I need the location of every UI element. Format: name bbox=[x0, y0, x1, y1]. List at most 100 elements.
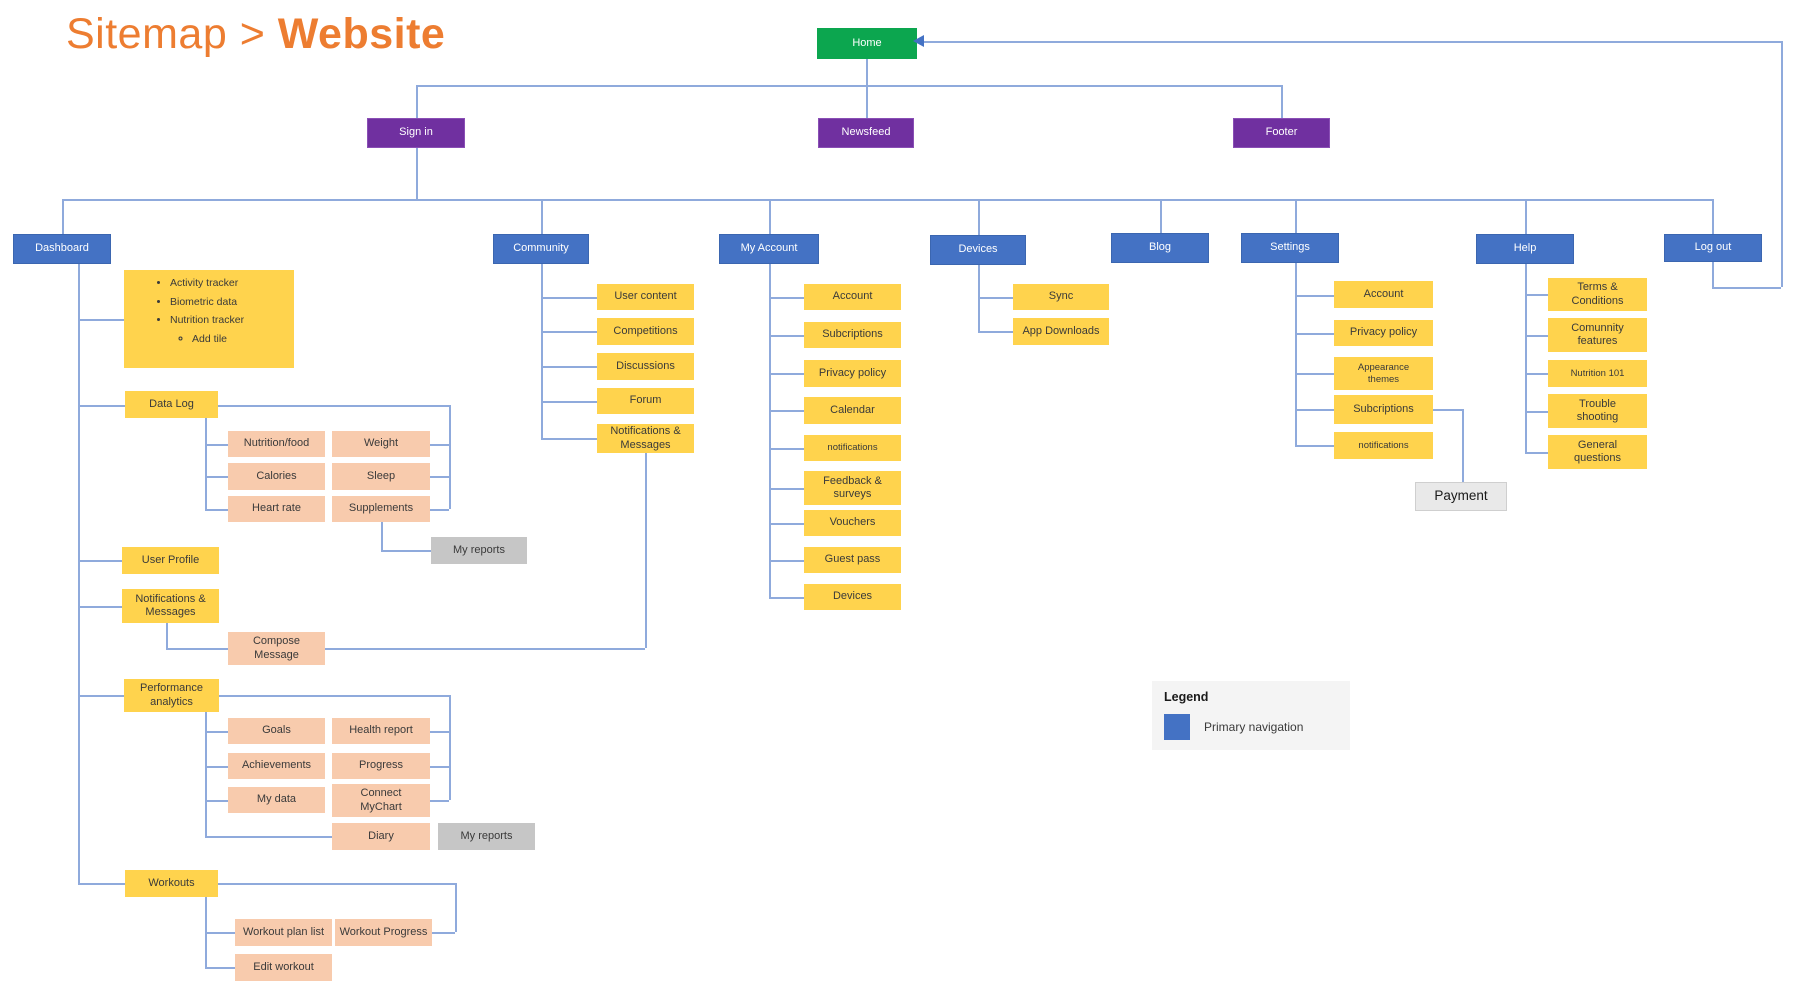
connector-line bbox=[866, 59, 868, 120]
node-compose-message[interactable]: Compose Message bbox=[228, 632, 325, 665]
node-help[interactable]: Help bbox=[1476, 234, 1574, 264]
node-subcriptions[interactable]: Subcriptions bbox=[804, 322, 901, 348]
node-blog[interactable]: Blog bbox=[1111, 233, 1209, 263]
connector-line bbox=[1525, 264, 1527, 452]
page-title: Sitemap > Website bbox=[66, 10, 445, 59]
node-discussions[interactable]: Discussions bbox=[597, 353, 694, 380]
node-nutrition-101[interactable]: Nutrition 101 bbox=[1548, 360, 1647, 387]
node-community-notifications[interactable]: Notifications & Messages bbox=[597, 424, 694, 453]
node-settings-privacy-policy[interactable]: Privacy policy bbox=[1334, 320, 1433, 346]
node-account[interactable]: Account bbox=[804, 284, 901, 310]
node-sign-in[interactable]: Sign in bbox=[367, 118, 465, 148]
node-devices[interactable]: Devices bbox=[930, 235, 1026, 265]
node-my-reports-2[interactable]: My reports bbox=[438, 823, 535, 850]
connector-line bbox=[1712, 262, 1714, 287]
node-goals[interactable]: Goals bbox=[228, 718, 325, 744]
connector-line bbox=[449, 695, 451, 800]
node-data-log[interactable]: Data Log bbox=[125, 391, 218, 418]
node-competitions[interactable]: Competitions bbox=[597, 318, 694, 345]
node-health-report[interactable]: Health report bbox=[332, 718, 430, 744]
node-achievements[interactable]: Achievements bbox=[228, 753, 325, 779]
node-workout-plan-list[interactable]: Workout plan list bbox=[235, 919, 332, 946]
node-devices-page[interactable]: Devices bbox=[804, 584, 901, 610]
node-account-notifications[interactable]: notifications bbox=[804, 435, 901, 461]
node-heart-rate[interactable]: Heart rate bbox=[228, 496, 325, 522]
node-comunnity-features[interactable]: Comunnity features bbox=[1548, 318, 1647, 352]
node-payment[interactable]: Payment bbox=[1415, 482, 1507, 511]
node-guest-pass[interactable]: Guest pass bbox=[804, 547, 901, 573]
primary-navigation-swatch bbox=[1164, 714, 1190, 740]
node-log-out[interactable]: Log out bbox=[1664, 234, 1762, 262]
node-settings[interactable]: Settings bbox=[1241, 233, 1339, 263]
node-dashboard[interactable]: Dashboard bbox=[13, 234, 111, 264]
node-supplements[interactable]: Supplements bbox=[332, 496, 430, 522]
node-terms-conditions[interactable]: Terms & Conditions bbox=[1548, 278, 1647, 311]
connector-line bbox=[1712, 287, 1781, 289]
connector-line bbox=[78, 695, 124, 697]
node-footer[interactable]: Footer bbox=[1233, 118, 1330, 148]
node-edit-workout[interactable]: Edit workout bbox=[235, 954, 332, 981]
connector-line bbox=[1525, 335, 1548, 337]
connector-line bbox=[205, 836, 332, 838]
node-workout-progress[interactable]: Workout Progress bbox=[335, 919, 432, 946]
node-vouchers[interactable]: Vouchers bbox=[804, 510, 901, 536]
node-newsfeed[interactable]: Newsfeed bbox=[818, 118, 914, 148]
connector-line bbox=[205, 932, 235, 934]
node-app-downloads[interactable]: App Downloads bbox=[1013, 318, 1109, 345]
connector-line bbox=[769, 410, 804, 412]
connector-line bbox=[432, 932, 455, 934]
connector-line bbox=[769, 264, 771, 597]
legend: Legend Primary navigation bbox=[1152, 681, 1350, 750]
node-weight[interactable]: Weight bbox=[332, 431, 430, 457]
node-sleep[interactable]: Sleep bbox=[332, 463, 430, 490]
node-workouts[interactable]: Workouts bbox=[125, 870, 218, 897]
node-progress[interactable]: Progress bbox=[332, 753, 430, 779]
node-performance-analytics[interactable]: Performance analytics bbox=[124, 679, 219, 712]
node-appearance-themes[interactable]: Appearance themes bbox=[1334, 357, 1433, 390]
connector-line bbox=[381, 550, 431, 552]
connector-line bbox=[205, 731, 228, 733]
connector-line bbox=[645, 453, 647, 648]
connector-line bbox=[1281, 85, 1283, 118]
connector-line bbox=[769, 199, 771, 234]
node-my-reports-1[interactable]: My reports bbox=[431, 537, 527, 564]
node-settings-notifications[interactable]: notifications bbox=[1334, 432, 1433, 459]
node-user-profile[interactable]: User Profile bbox=[122, 547, 219, 574]
connector-line bbox=[1295, 295, 1334, 297]
node-feedback-surveys[interactable]: Feedback & surveys bbox=[804, 471, 901, 505]
node-calendar[interactable]: Calendar bbox=[804, 397, 901, 424]
node-sync[interactable]: Sync bbox=[1013, 284, 1109, 310]
node-forum[interactable]: Forum bbox=[597, 388, 694, 414]
connector-line bbox=[1525, 452, 1548, 454]
connector-line bbox=[430, 800, 449, 802]
node-dashboard-tiles[interactable]: Activity trackerBiometric dataNutrition … bbox=[124, 270, 294, 368]
connector-line bbox=[769, 523, 804, 525]
node-user-content[interactable]: User content bbox=[597, 284, 694, 310]
node-diary[interactable]: Diary bbox=[332, 823, 430, 850]
node-calories[interactable]: Calories bbox=[228, 463, 325, 490]
node-my-data[interactable]: My data bbox=[228, 787, 325, 813]
connector-line bbox=[1525, 294, 1548, 296]
connector-line bbox=[1295, 263, 1297, 445]
connector-line bbox=[205, 967, 235, 969]
node-privacy-policy[interactable]: Privacy policy bbox=[804, 360, 901, 387]
connector-line bbox=[541, 331, 597, 333]
node-notifications-messages[interactable]: Notifications & Messages bbox=[122, 589, 219, 623]
connector-line bbox=[166, 623, 168, 648]
connector-line bbox=[78, 606, 122, 608]
node-settings-account[interactable]: Account bbox=[1334, 281, 1433, 308]
connector-line bbox=[769, 373, 804, 375]
node-community[interactable]: Community bbox=[493, 234, 589, 264]
node-general-questions[interactable]: General questions bbox=[1548, 435, 1647, 469]
node-nutrition-food[interactable]: Nutrition/food bbox=[228, 431, 325, 457]
connector-line bbox=[541, 297, 597, 299]
node-my-account[interactable]: My Account bbox=[719, 234, 819, 264]
node-trouble-shooting[interactable]: Trouble shooting bbox=[1548, 394, 1647, 428]
node-home[interactable]: Home bbox=[817, 28, 917, 59]
connector-line bbox=[978, 331, 1013, 333]
connector-line bbox=[978, 199, 980, 235]
node-connect-mychart[interactable]: Connect MyChart bbox=[332, 784, 430, 817]
connector-line bbox=[1525, 373, 1548, 375]
node-settings-subcriptions[interactable]: Subcriptions bbox=[1334, 395, 1433, 424]
connector-line bbox=[1712, 199, 1714, 234]
